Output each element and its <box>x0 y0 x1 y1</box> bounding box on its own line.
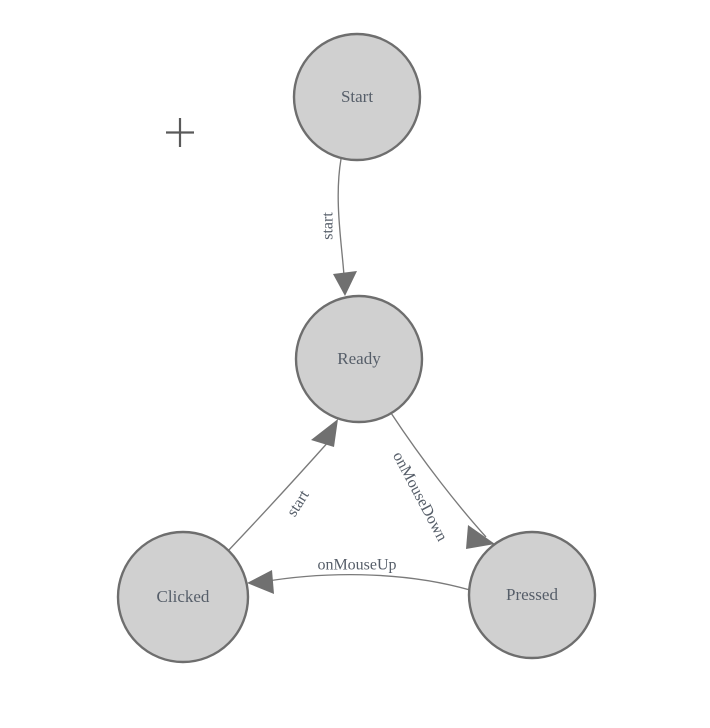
edge-ready-to-pressed-arrowhead <box>466 525 495 549</box>
node-pressed-label: Pressed <box>506 585 558 604</box>
edge-label-ready-to-pressed: onMouseDown <box>389 449 450 544</box>
node-pressed-circle[interactable] <box>467 530 597 660</box>
edge-label-start-to-ready: start <box>320 212 337 240</box>
edge-start-to-ready[interactable] <box>333 158 357 296</box>
node-clicked-circle[interactable] <box>116 530 250 664</box>
node-pressed[interactable]: Pressed <box>467 530 597 660</box>
node-clicked[interactable]: Clicked <box>116 530 250 664</box>
node-ready-circle[interactable] <box>294 294 424 424</box>
edge-label-clicked-to-ready: start <box>284 487 313 520</box>
edge-pressed-to-clicked-path <box>261 573 471 591</box>
crosshair-icon <box>166 118 194 147</box>
edge-label-pressed-to-clicked: onMouseUp <box>317 557 396 574</box>
edge-start-to-ready-arrowhead <box>333 271 357 296</box>
edge-ready-to-pressed-path <box>390 412 487 538</box>
node-clicked-label: Clicked <box>157 587 210 606</box>
node-ready[interactable]: Ready <box>294 294 424 424</box>
edge-ready-to-pressed[interactable] <box>390 412 495 549</box>
edge-clicked-to-ready-path <box>226 439 331 553</box>
edge-clicked-to-ready[interactable] <box>226 419 338 553</box>
edge-pressed-to-clicked[interactable] <box>247 570 471 594</box>
node-start-circle[interactable] <box>292 32 422 162</box>
node-ready-label: Ready <box>337 349 381 368</box>
edge-clicked-to-ready-arrowhead <box>311 419 338 447</box>
node-start[interactable]: Start <box>292 32 422 162</box>
node-start-label: Start <box>341 87 373 106</box>
edge-pressed-to-clicked-arrowhead <box>247 570 274 594</box>
edge-start-to-ready-path <box>337 158 345 277</box>
